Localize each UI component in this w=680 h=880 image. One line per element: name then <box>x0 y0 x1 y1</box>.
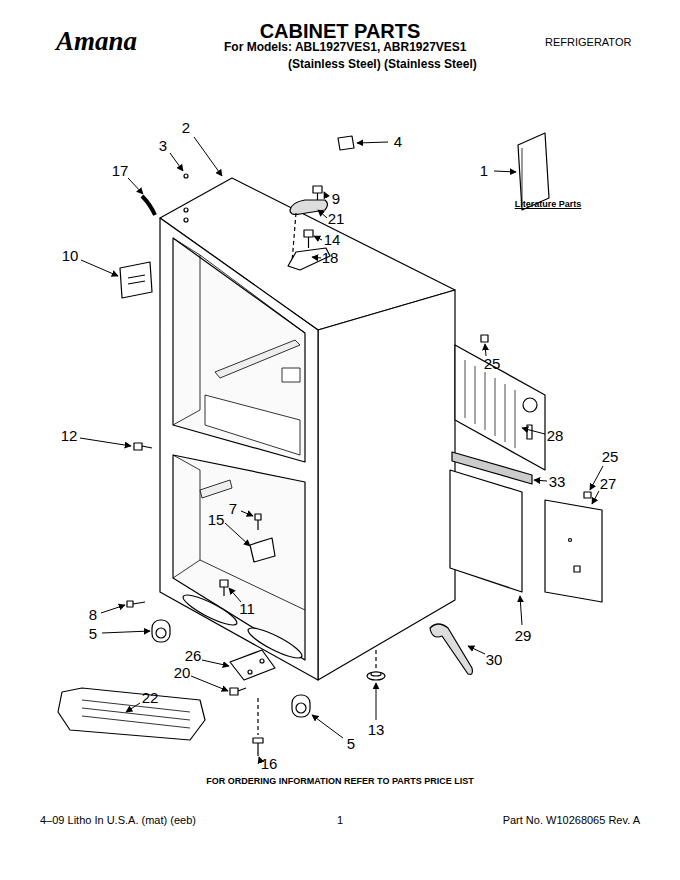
callout-number: 10 <box>62 248 79 265</box>
callout-number: 3 <box>159 138 167 155</box>
callout-number: 4 <box>394 134 402 151</box>
callout-number: 17 <box>112 163 129 180</box>
callout-number: 20 <box>174 665 191 682</box>
label-text: For Models: ABL1927VES1, ABR1927VES1 <box>224 41 467 54</box>
callout-number: 11 <box>239 601 255 618</box>
callout-number: 1 <box>480 163 488 180</box>
callout-number: 26 <box>185 648 202 665</box>
callout-number: 13 <box>368 722 385 739</box>
callout-number: 25 <box>484 356 501 373</box>
callout-number: 8 <box>89 607 97 624</box>
callout-number: 16 <box>261 756 278 773</box>
callout-number: 5 <box>89 626 97 643</box>
title: CABINET PARTS <box>260 20 421 42</box>
callout-number: 14 <box>324 232 341 249</box>
callout-number: 28 <box>547 428 564 445</box>
brand-logo: Amana <box>56 27 137 57</box>
callout-number: 33 <box>549 474 566 491</box>
callout-number: 25 <box>602 449 619 466</box>
label-text: Part No. W10268065 Rev. A <box>503 814 640 826</box>
callout-number: 29 <box>515 628 532 645</box>
callout-number: 9 <box>332 191 340 208</box>
label-text: REFRIGERATOR <box>545 36 631 48</box>
callout-number: 22 <box>142 690 159 707</box>
label-text: 1 <box>337 814 343 826</box>
label-text: (Stainless Steel) (Stainless Steel) <box>288 58 477 71</box>
callout-number: 27 <box>600 476 617 493</box>
callout-number: 18 <box>322 250 339 267</box>
callout-number: 21 <box>328 211 345 228</box>
callout-number: 12 <box>61 428 78 445</box>
callout-number: 2 <box>182 120 190 137</box>
label-text: 4–09 Litho In U.S.A. (mat) (eeb) <box>40 814 196 826</box>
callout-number: 5 <box>347 736 355 753</box>
label-text: Literature Parts <box>515 200 582 210</box>
callout-number: 7 <box>229 501 237 518</box>
callout-number: 30 <box>486 652 503 669</box>
label-text: FOR ORDERING INFORMATION REFER TO PARTS … <box>206 777 474 787</box>
callout-number: 15 <box>208 512 225 529</box>
